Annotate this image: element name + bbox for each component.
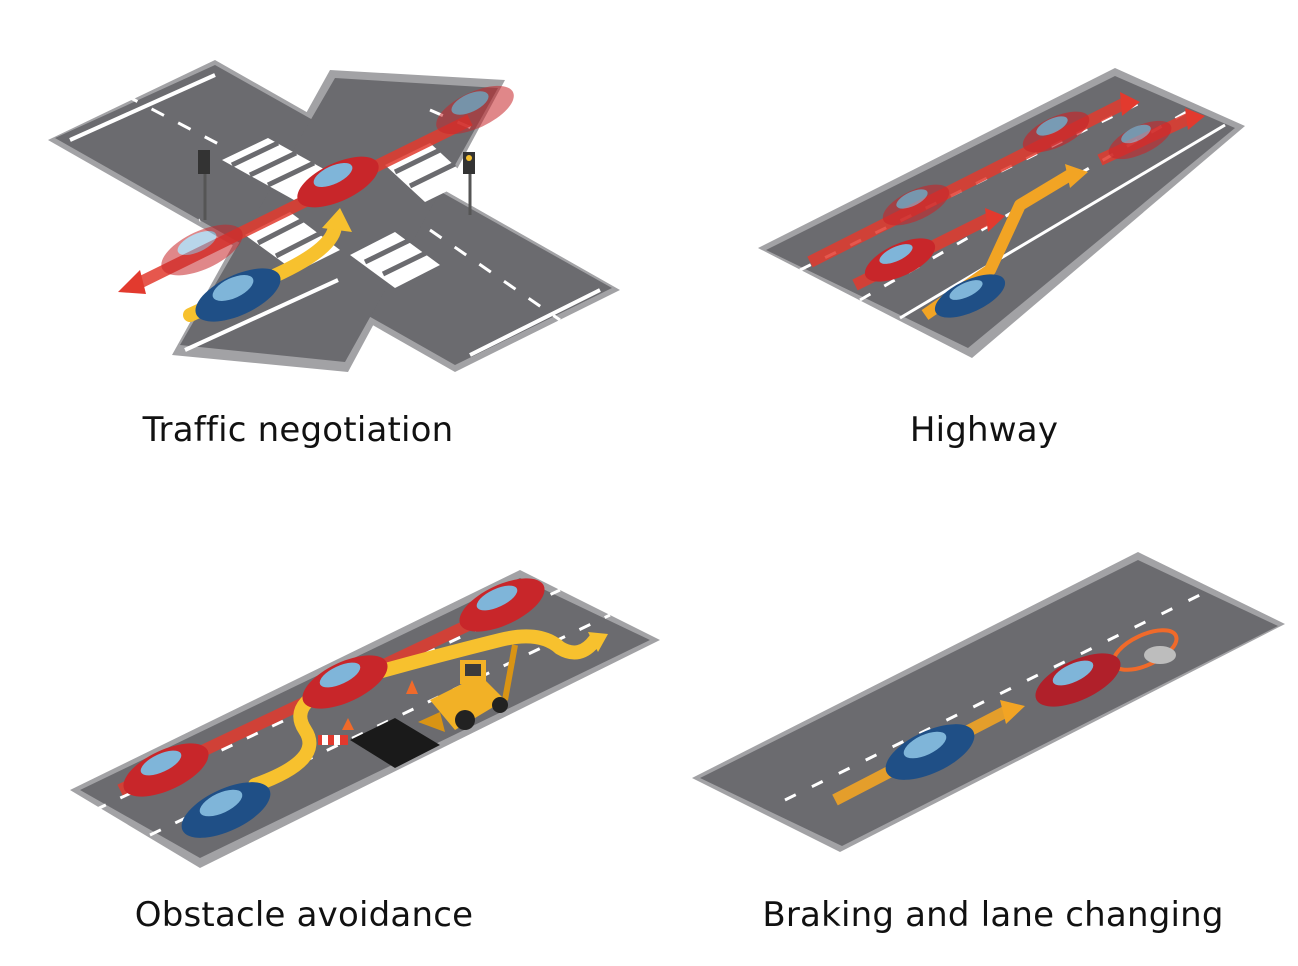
- excavator-icon: [418, 644, 518, 732]
- ego-car: [885, 724, 975, 780]
- highway-illustration: [758, 68, 1245, 358]
- other-car: [864, 238, 936, 282]
- other-car: [1022, 111, 1090, 153]
- other-car: [1035, 653, 1121, 707]
- obstacle-road: [80, 578, 650, 858]
- other-car: [1108, 120, 1172, 160]
- other-car: [882, 184, 950, 226]
- caption-highway: Highway: [909, 410, 1059, 450]
- traffic-cone-icon: [342, 680, 418, 730]
- other-car: [302, 655, 388, 709]
- obstacle-illustration: [70, 570, 660, 868]
- caption-traffic-negotiation: Traffic negotiation: [142, 410, 454, 450]
- caption-braking-lane-changing: Braking and lane changing: [762, 895, 1224, 935]
- other-car: [436, 85, 514, 135]
- traffic-light-icon: [198, 150, 210, 220]
- intersection-illustration: [48, 60, 620, 372]
- ego-car: [934, 274, 1006, 318]
- ego-path-arrow: [248, 629, 608, 792]
- braking-illustration: [692, 552, 1285, 852]
- caption-obstacle-avoidance: Obstacle avoidance: [134, 895, 474, 935]
- other-car: [123, 743, 209, 797]
- braking-road: [700, 560, 1278, 846]
- road-hole: [350, 718, 440, 768]
- other-car: [161, 224, 243, 276]
- ego-car: [181, 782, 271, 838]
- other-car: [297, 156, 379, 208]
- other-car: [459, 578, 545, 632]
- barrier-icon: [318, 735, 348, 745]
- traffic-light-icon: [463, 152, 475, 215]
- ego-car: [195, 268, 281, 322]
